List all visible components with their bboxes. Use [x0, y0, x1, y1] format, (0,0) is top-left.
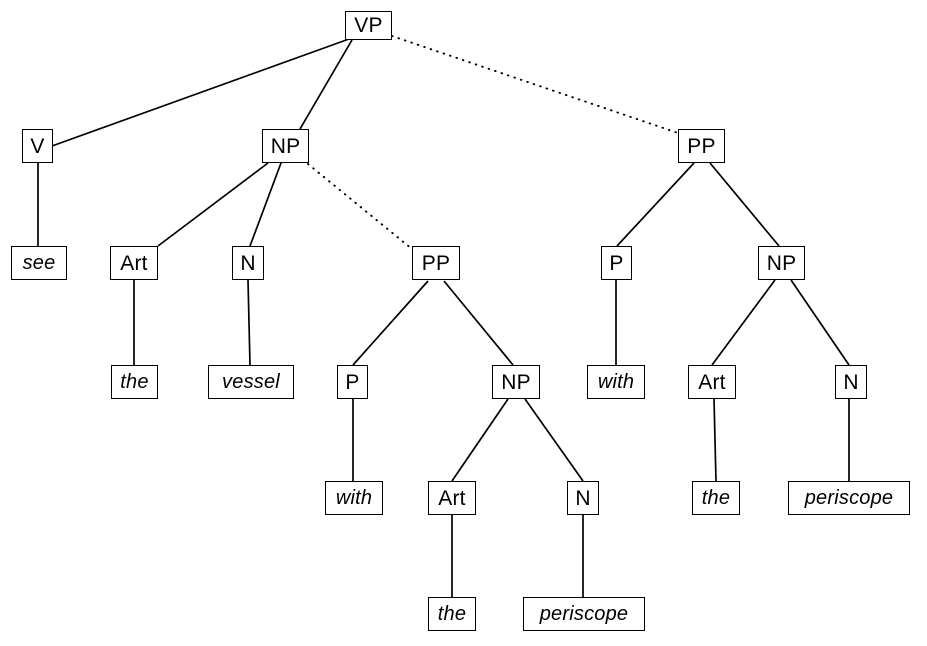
tree-node-label-np1: NP — [270, 134, 301, 158]
tree-edge-np-mid-to-n-mid — [524, 398, 584, 482]
tree-edge-vp-to-v — [51, 38, 350, 147]
tree-node-art-right: Art — [688, 365, 736, 399]
tree-node-np1: NP — [262, 129, 309, 163]
tree-node-p-mid: P — [337, 365, 368, 399]
tree-node-v: V — [22, 129, 53, 163]
tree-node-periscope-mid: periscope — [523, 597, 645, 631]
tree-node-label-n-right: N — [843, 370, 859, 394]
tree-edge-n1-to-vessel — [247, 279, 251, 366]
tree-node-label-periscope-rt: periscope — [804, 487, 894, 509]
tree-node-label-v: V — [30, 134, 45, 158]
tree-edge-art-right-to-the-right — [713, 398, 717, 482]
tree-node-the-right: the — [692, 481, 740, 515]
tree-node-label-n1: N — [240, 251, 256, 275]
tree-node-label-vessel: vessel — [222, 371, 280, 393]
tree-node-periscope-rt: periscope — [788, 481, 910, 515]
tree-node-label-vp: VP — [354, 14, 383, 37]
tree-node-label-see: see — [22, 252, 56, 274]
tree-node-art1: Art — [110, 246, 158, 280]
tree-edge-pp-right-to-np-right — [709, 162, 780, 247]
tree-node-label-n-mid: N — [575, 486, 591, 510]
tree-node-n1: N — [232, 246, 264, 280]
tree-node-see: see — [11, 246, 67, 280]
tree-edge-vp-to-np1 — [299, 39, 353, 130]
tree-edge-vp-to-pp-right — [391, 35, 679, 134]
tree-node-pp-right: PP — [678, 129, 725, 163]
tree-node-label-p-right: P — [609, 251, 624, 275]
tree-node-the-mid: the — [428, 597, 476, 631]
tree-node-np-right: NP — [758, 246, 805, 280]
tree-edge-pp-mid-to-np-mid — [443, 280, 514, 366]
tree-node-label-art1: Art — [120, 251, 148, 275]
tree-edge-np-mid-to-art-mid — [451, 398, 509, 482]
tree-node-np-mid: NP — [492, 365, 540, 399]
tree-edge-np1-to-art1 — [157, 162, 269, 247]
tree-node-p-right: P — [601, 246, 632, 280]
tree-node-label-np-right: NP — [766, 251, 797, 275]
tree-edge-pp-right-to-p-right — [616, 162, 695, 247]
tree-node-pp-mid: PP — [412, 246, 460, 280]
tree-node-n-right: N — [835, 365, 867, 399]
tree-edge-pp-mid-to-p-mid — [352, 280, 429, 366]
tree-edge-np-right-to-art-right — [711, 279, 776, 366]
tree-node-with-right: with — [587, 365, 645, 399]
tree-node-label-np-mid: NP — [501, 370, 531, 394]
tree-edge-np1-to-pp-mid — [307, 163, 413, 250]
tree-edge-np1-to-n1 — [249, 162, 282, 247]
tree-edge-np-right-to-n-right — [790, 279, 850, 366]
tree-node-art-mid: Art — [428, 481, 476, 515]
tree-node-label-with-right: with — [597, 371, 635, 393]
tree-node-label-p-mid: P — [345, 370, 360, 394]
tree-node-label-the1: the — [120, 371, 149, 393]
tree-node-n-mid: N — [567, 481, 599, 515]
tree-node-with-mid: with — [325, 481, 383, 515]
tree-node-vessel: vessel — [208, 365, 294, 399]
tree-node-label-the-right: the — [701, 487, 731, 509]
tree-node-label-art-mid: Art — [438, 486, 466, 510]
tree-node-vp: VP — [345, 11, 392, 40]
tree-node-the1: the — [111, 365, 158, 399]
tree-node-label-with-mid: with — [335, 487, 373, 509]
tree-node-label-pp-mid: PP — [421, 251, 451, 275]
tree-node-label-pp-right: PP — [687, 134, 716, 158]
tree-node-label-the-mid: the — [437, 603, 467, 625]
tree-node-label-art-right: Art — [698, 370, 726, 394]
tree-node-label-periscope-mid: periscope — [539, 603, 629, 625]
